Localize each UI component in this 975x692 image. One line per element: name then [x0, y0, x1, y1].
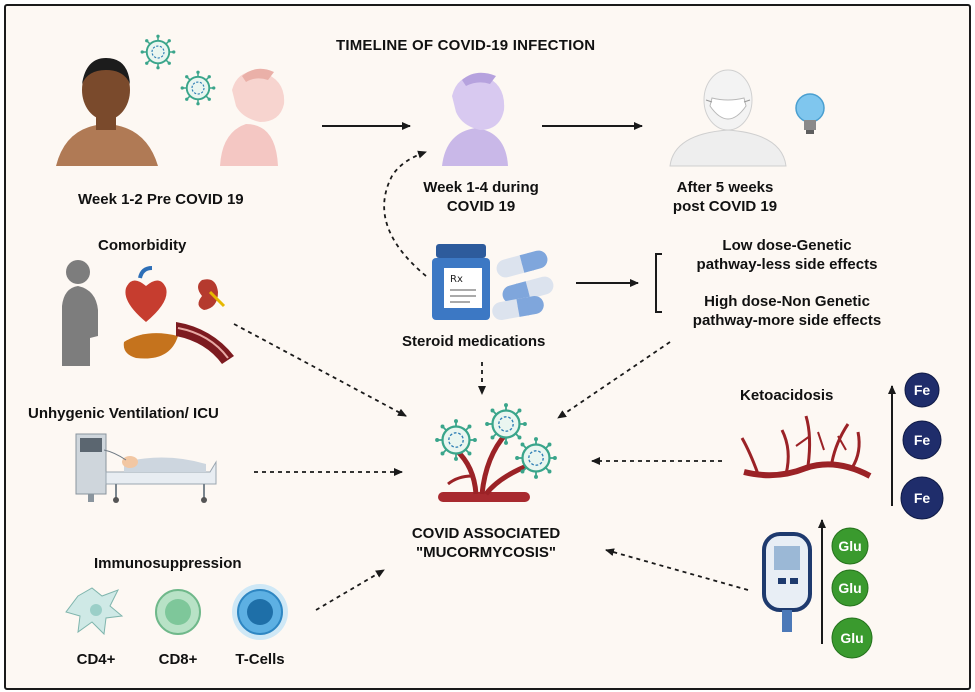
dotted-arrow	[605, 548, 749, 591]
high-dose-label: High dose-Non Genetic pathway-more side …	[692, 293, 882, 329]
heart-icon	[125, 266, 167, 322]
ventilation-label: Unhygenic Ventilation/ ICU	[28, 405, 219, 422]
dotted-arrow	[233, 323, 407, 417]
dotted-arrow	[557, 341, 671, 419]
stage-during-label: Week 1-4 during COVID 19	[423, 179, 539, 215]
iron-badge	[902, 420, 942, 460]
cell-label-cd4: CD4+	[76, 651, 116, 668]
cell-icon	[65, 587, 124, 636]
iron-badge	[900, 476, 944, 520]
ketoacidosis-label: Ketoacidosis	[740, 387, 834, 404]
person-icon	[56, 58, 158, 166]
dose-bracket	[655, 253, 662, 313]
glucose-badge	[831, 527, 869, 565]
glucose-badge-text: Glu	[838, 538, 862, 554]
cell-icon	[237, 589, 283, 635]
dotted-arrow	[315, 569, 385, 611]
cell-label-tcells: T-Cells	[235, 651, 285, 668]
lightbulb-icon	[795, 93, 825, 134]
glucose-badge	[831, 617, 873, 659]
body-silhouette-icon	[62, 260, 98, 366]
iron-badge	[904, 372, 940, 408]
stage-after-label: After 5 weeks post COVID 19	[672, 179, 778, 215]
glucometer-icon	[762, 532, 812, 632]
virus-icon	[139, 33, 177, 71]
hospital-bed-icon	[75, 433, 217, 503]
person-icon	[442, 72, 508, 166]
virus-icon	[179, 69, 217, 107]
blood-vessel-icon	[740, 415, 872, 479]
svg-text:Rx: Rx	[450, 274, 463, 285]
dotted-arrow	[383, 150, 427, 277]
iron-badge-text: Fe	[913, 382, 931, 398]
person-icon	[220, 68, 285, 166]
iron-badge-text: Fe	[913, 490, 931, 506]
kidney-icon	[198, 279, 226, 310]
page-title: TIMELINE OF COVID-19 INFECTION	[336, 37, 596, 54]
pill-bottle-icon: Rx	[432, 244, 490, 320]
immunosuppression-label: Immunosuppression	[94, 555, 242, 572]
capsule-icon	[492, 250, 554, 320]
blood-vessel-icon	[176, 322, 234, 364]
stage-pre-label: Week 1-2 Pre COVID 19	[78, 191, 244, 208]
liver-icon	[123, 333, 178, 359]
glucose-badge-text: Glu	[840, 630, 864, 646]
diagram-frame: Rx	[4, 4, 971, 690]
outcome-label: COVID ASSOCIATED "MUCORMYCOSIS"	[411, 525, 561, 561]
steroid-label: Steroid medications	[402, 333, 546, 350]
glucose-badge-text: Glu	[838, 580, 862, 596]
iron-badge-text: Fe	[913, 432, 931, 448]
glucose-badge	[831, 569, 869, 607]
comorbidity-label: Comorbidity	[98, 237, 187, 254]
low-dose-label: Low dose-Genetic pathway-less side effec…	[696, 237, 878, 273]
masked-person-icon	[669, 69, 787, 167]
cell-icon	[155, 589, 201, 635]
fungus-icon	[433, 401, 559, 502]
cell-label-cd8: CD8+	[158, 651, 198, 668]
diagram-artwork: Rx	[56, 33, 944, 659]
